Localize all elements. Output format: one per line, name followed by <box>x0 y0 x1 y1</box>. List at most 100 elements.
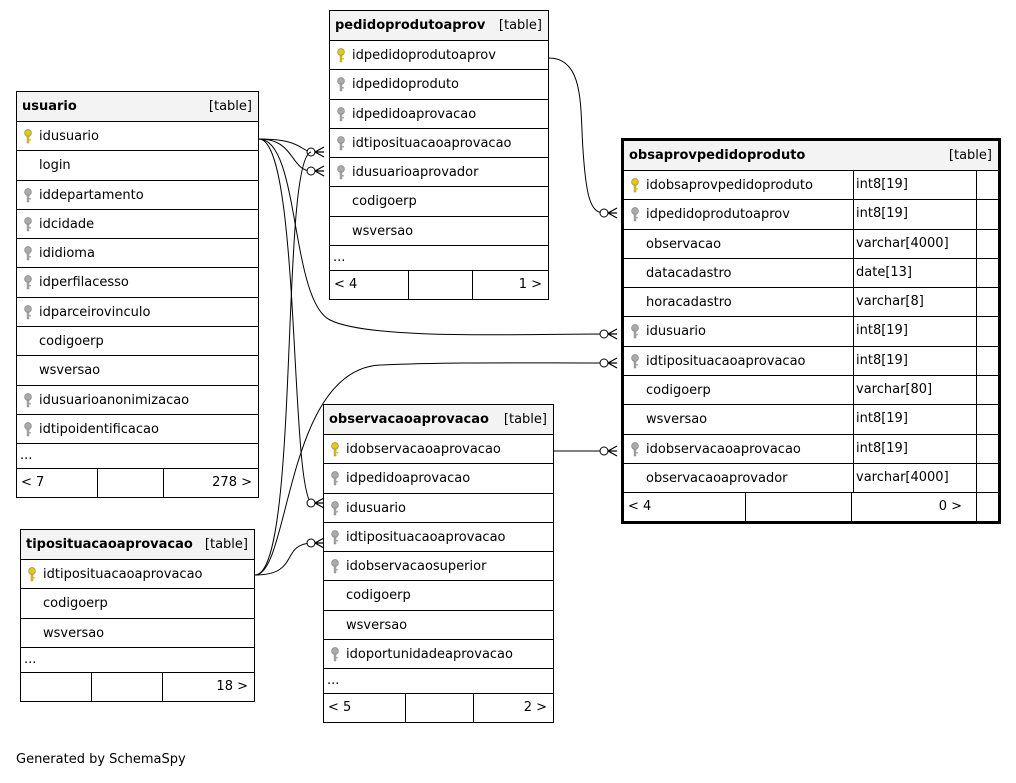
column-row[interactable]: idtiposituacaoaprovacao <box>330 129 548 159</box>
footer-divider <box>472 271 473 300</box>
column-divider <box>976 346 977 377</box>
column-row[interactable]: idtiposituacaoaprovacao <box>21 560 254 590</box>
foreign-key-icon <box>24 305 32 324</box>
foreign-key-icon <box>631 324 639 343</box>
column-row[interactable]: idcidade <box>17 210 258 240</box>
column-name: wsversao <box>352 223 414 239</box>
table-name: pedidoprodutoaprov <box>335 18 486 33</box>
column-row[interactable]: idobservacaoaprovacao <box>324 435 553 465</box>
column-type: int8[19] <box>856 352 908 368</box>
parents-count[interactable]: < 4 <box>334 277 358 293</box>
column-row[interactable]: idoportunidadeaprovacao <box>324 640 553 670</box>
column-name: idtiposituacaoaprovacao <box>346 529 506 545</box>
footer-divider <box>162 672 163 701</box>
column-row[interactable]: idperfilacesso <box>17 268 258 298</box>
column-divider <box>853 405 854 435</box>
column-name: wsversao <box>39 363 101 379</box>
column-divider <box>976 376 977 406</box>
column-name: idusuario <box>39 129 99 144</box>
column-row[interactable]: idusuarioanonimizacao <box>17 386 258 415</box>
parents-count[interactable]: < 5 <box>328 700 352 716</box>
column-row[interactable]: idtiposituacaoaprovacao <box>324 523 553 553</box>
table-name: usuario <box>22 99 77 114</box>
column-divider <box>976 463 977 494</box>
column-divider <box>853 258 854 289</box>
foreign-key-icon <box>24 187 32 207</box>
footer-divider <box>745 493 746 522</box>
table-obsaprovpedidoproduto[interactable]: obsaprovpedidoproduto[table]idobsaprovpe… <box>621 138 1001 525</box>
foreign-key-icon <box>631 354 639 373</box>
column-row[interactable]: codigoerp <box>21 589 254 619</box>
children-count[interactable]: 18 > <box>216 678 248 694</box>
foreign-key-icon <box>24 392 32 412</box>
column-row[interactable]: idusuario <box>17 122 258 152</box>
footer-divider <box>405 694 406 723</box>
column-divider <box>853 317 854 347</box>
children-count[interactable]: 1 > <box>518 277 542 293</box>
column-name: idusuarioaprovador <box>352 165 479 181</box>
column-row[interactable]: idobservacaosuperior <box>324 552 553 582</box>
children-count[interactable]: 2 > <box>523 700 547 716</box>
column-name: codigoerp <box>43 596 108 612</box>
column-divider <box>976 200 977 230</box>
children-count[interactable]: 0 > <box>938 499 962 515</box>
column-name: observacaoaprovador <box>646 470 788 486</box>
column-name: horacadastro <box>646 295 732 311</box>
column-row[interactable]: idtipoidentificacao <box>17 415 258 445</box>
children-count[interactable]: 278 > <box>212 475 252 491</box>
primary-key-icon <box>331 442 339 461</box>
column-name: idobservacaoaprovacao <box>346 442 501 457</box>
column-row[interactable]: wsversao <box>324 611 553 641</box>
column-row[interactable]: iddepartamento <box>17 181 258 210</box>
table-type-label: [table] <box>948 148 992 163</box>
table-pedidoprodutoaprov[interactable]: pedidoprodutoaprov[table]idpedidoproduto… <box>329 10 549 301</box>
column-divider <box>976 258 977 289</box>
column-row[interactable]: idpedidoproduto <box>330 70 548 100</box>
column-row[interactable]: idpedidoprodutoaprov <box>330 41 548 71</box>
column-type: varchar[80] <box>856 382 933 398</box>
column-name: idusuario <box>346 500 406 516</box>
column-divider <box>976 405 977 435</box>
column-type: varchar[4000] <box>856 235 949 251</box>
column-row[interactable]: codigoerp <box>330 187 548 217</box>
column-row[interactable]: ididioma <box>17 239 258 269</box>
column-name: ididioma <box>39 246 95 262</box>
foreign-key-icon <box>24 246 32 265</box>
column-row[interactable]: login <box>17 151 258 181</box>
parents-count[interactable]: < 4 <box>628 499 652 515</box>
column-row[interactable]: wsversao <box>330 217 548 247</box>
column-row[interactable]: idparceirovinculo <box>17 298 258 328</box>
table-footer: 18 > <box>21 672 254 701</box>
column-row[interactable]: codigoerp <box>324 581 553 611</box>
footer-divider <box>976 493 977 522</box>
column-name: idcidade <box>39 216 95 232</box>
column-row[interactable]: idpedidoaprovacao <box>324 464 553 494</box>
column-row[interactable]: idusuario <box>324 494 553 523</box>
column-row[interactable]: wsversao <box>17 356 258 386</box>
table-observacaoaprovacao[interactable]: observacaoaprovacao[table]idobservacaoap… <box>323 404 554 724</box>
column-row[interactable]: wsversao <box>21 619 254 648</box>
column-name: idobservacaosuperior <box>346 559 487 575</box>
column-divider <box>853 346 854 377</box>
table-tipositaoaprovacao[interactable]: tiposituacaoaprovacao[table]idtiposituac… <box>20 529 255 702</box>
column-divider <box>853 288 854 318</box>
column-divider <box>976 229 977 259</box>
footer-divider <box>408 271 409 300</box>
primary-key-icon <box>631 178 639 197</box>
column-row[interactable]: codigoerp <box>17 327 258 357</box>
column-row[interactable]: idusuarioaprovador <box>330 158 548 188</box>
parents-count[interactable]: < 7 <box>21 475 45 491</box>
column-row[interactable]: idpedidoaprovacao <box>330 100 548 129</box>
